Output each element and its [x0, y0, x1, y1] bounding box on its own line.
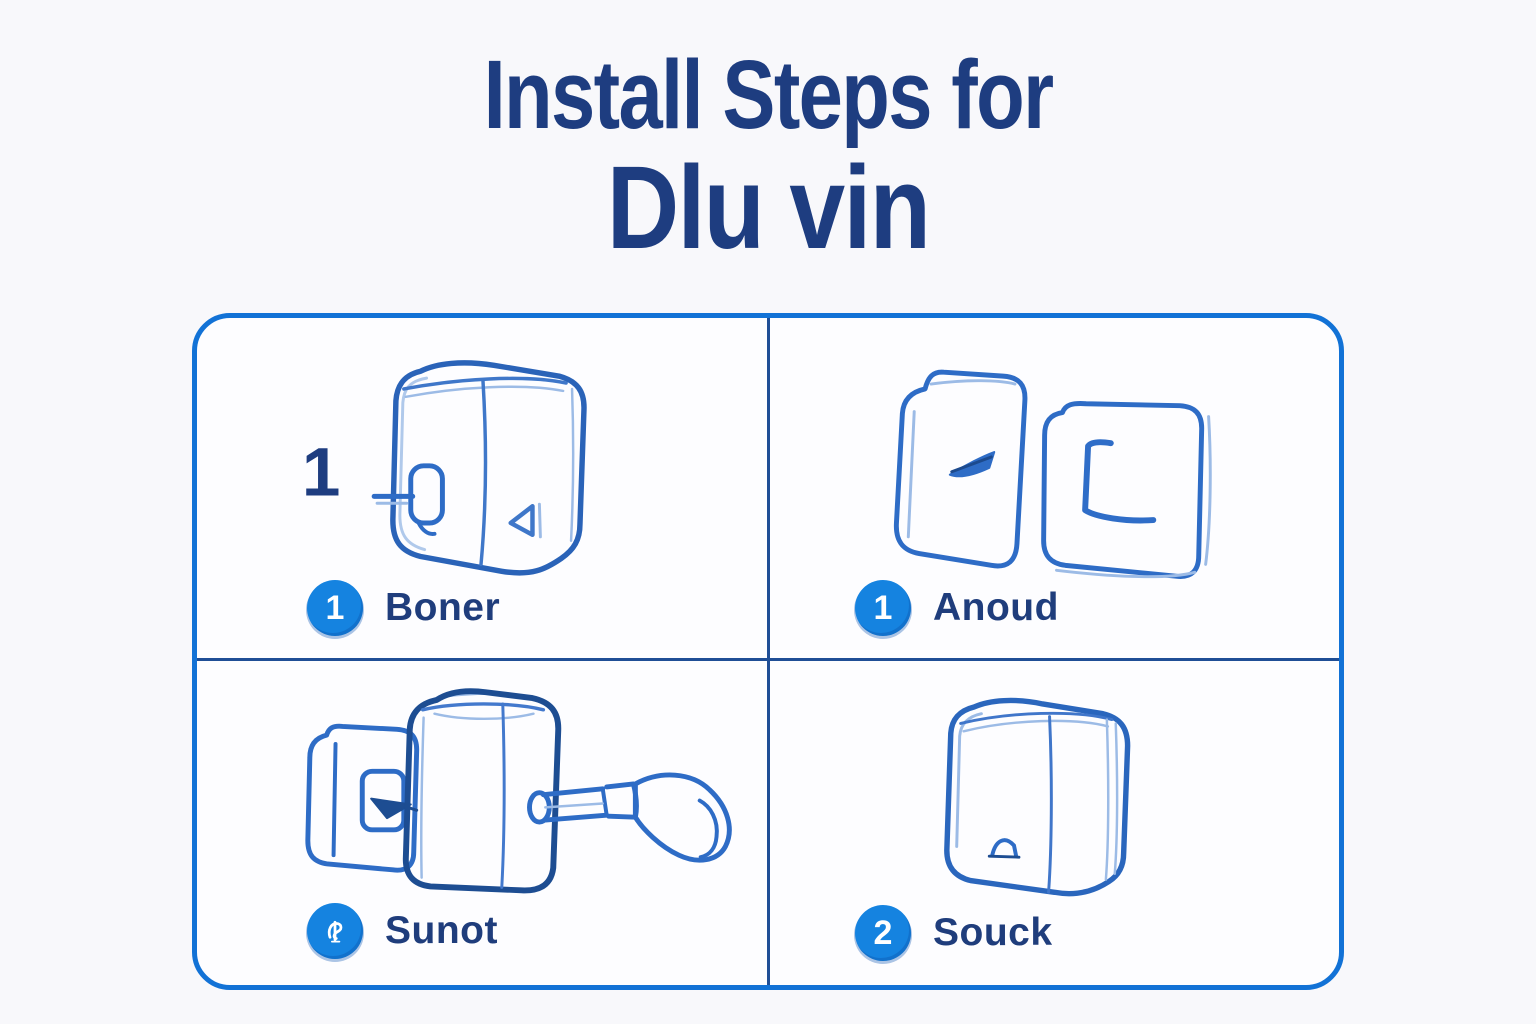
- step-caption-boner: 1 Boner: [307, 580, 500, 636]
- cube-device-sketch-illustration: [944, 697, 1131, 897]
- step-badge-1b: 1: [855, 580, 911, 636]
- two-wall-plates-sketch-illustration: [893, 369, 1212, 579]
- cube-device-with-key-sketch-illustration: 1: [302, 360, 587, 576]
- step-panel-boner: 1 1 Boner: [197, 318, 767, 658]
- title-line-2: Dlu vin: [606, 141, 931, 274]
- step-panel-souck: 2 Souck: [770, 661, 1339, 985]
- title-line-1: Install Steps for: [483, 40, 1054, 149]
- page-title: Install Steps for Dlu vin: [0, 40, 1536, 274]
- step-panel-anoud: 1 Anoud: [770, 318, 1339, 658]
- step-caption-anoud: 1 Anoud: [855, 580, 1059, 636]
- illegible-scribble-glyph-icon: [327, 920, 343, 943]
- step-badge-1: 1: [307, 580, 363, 636]
- step-badge-scribble: [307, 903, 363, 959]
- step-caption-souck: 2 Souck: [855, 905, 1053, 961]
- step-label-sunot: Sunot: [385, 909, 498, 952]
- install-steps-card: 1 1 Boner: [192, 313, 1344, 990]
- step-panel-sunot: Sunot: [197, 661, 767, 985]
- step-badge-2: 2: [855, 905, 911, 961]
- step-caption-sunot: Sunot: [307, 903, 498, 959]
- device-plate-and-screwdriver-sketch-illustration: [305, 688, 732, 894]
- step-label-anoud: Anoud: [933, 586, 1059, 629]
- sketch-number-annotation: 1: [302, 433, 341, 511]
- step-label-souck: Souck: [933, 911, 1053, 954]
- horizontal-divider: [197, 658, 1339, 661]
- vertical-divider: [767, 318, 770, 985]
- step-label-boner: Boner: [385, 586, 501, 629]
